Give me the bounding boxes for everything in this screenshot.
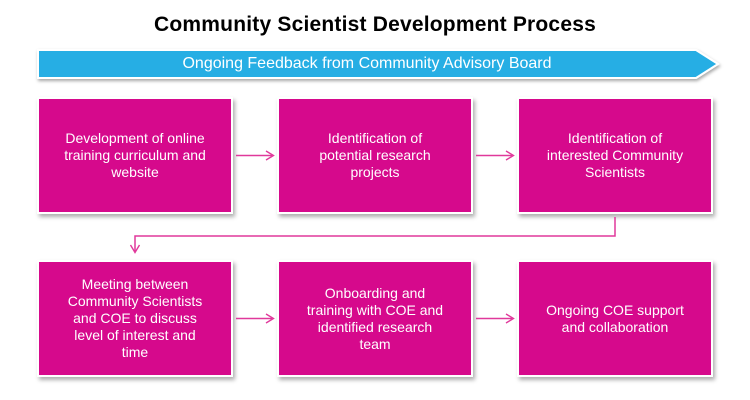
- arrow-step5-step6: [476, 313, 515, 324]
- banner-arrow-shape: [37, 49, 720, 79]
- process-step-4: Meeting between Community Scientists and…: [37, 260, 233, 377]
- process-step-3: Identification of interested Community S…: [517, 97, 713, 214]
- arrow-step3-step4: [129, 217, 616, 254]
- process-step-2: Identification of potential research pro…: [277, 97, 473, 214]
- arrow-step4-step5: [236, 313, 275, 324]
- process-step-1: Development of online training curriculu…: [37, 97, 233, 214]
- banner-label: Ongoing Feedback from Community Advisory…: [182, 55, 552, 72]
- page-title: Community Scientist Development Process: [154, 13, 596, 36]
- arrow-step1-step2: [236, 150, 275, 161]
- feedback-banner: Ongoing Feedback from Community Advisory…: [37, 49, 720, 79]
- process-step-6: Ongoing COE support and collaboration: [517, 260, 713, 377]
- process-step-5: Onboarding and training with COE and ide…: [277, 260, 473, 377]
- arrow-step2-step3: [476, 150, 515, 161]
